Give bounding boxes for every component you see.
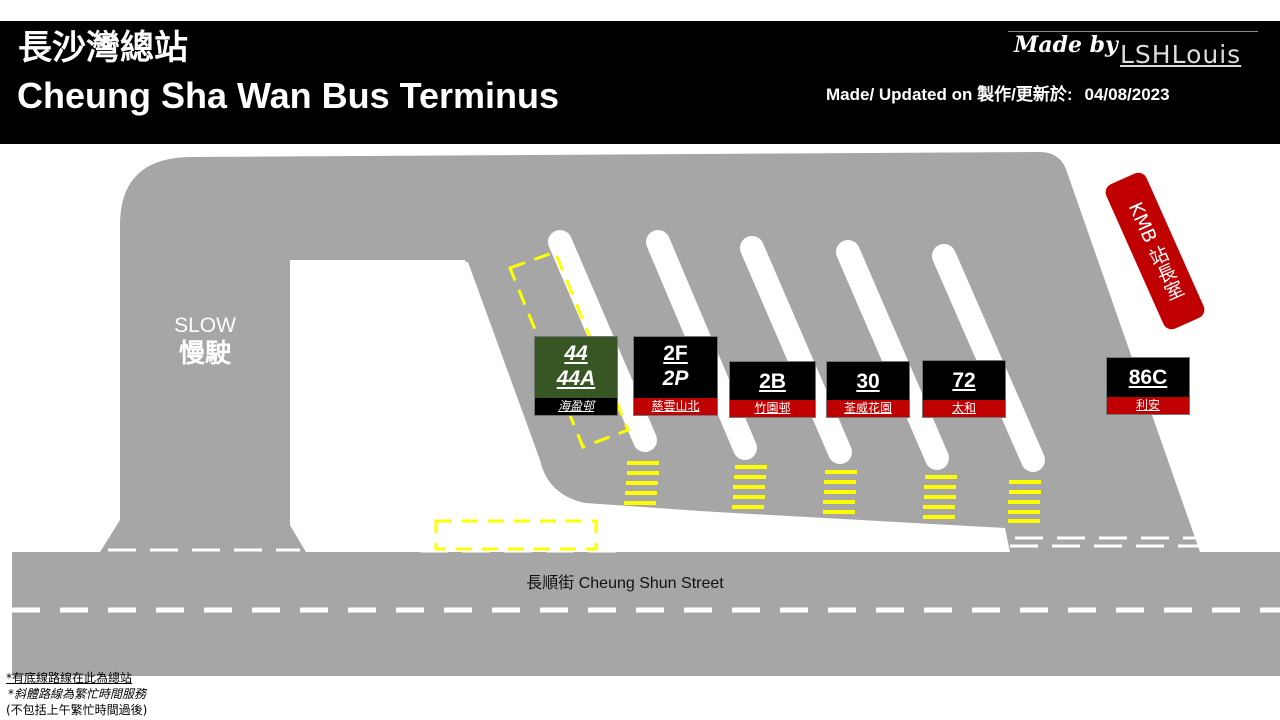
title-english: Cheung Sha Wan Bus Terminus bbox=[17, 75, 560, 116]
route-number: 2B bbox=[759, 370, 786, 393]
note-exception: (不包括上午繁忙時間過後) bbox=[6, 703, 148, 717]
cheung-shun-street-road bbox=[12, 552, 1280, 676]
stop-destination: 利安 bbox=[1107, 397, 1189, 414]
made-by-rule bbox=[1008, 31, 1258, 32]
stop-destination: 荃威花園 bbox=[827, 400, 909, 417]
made-by-label: Made by bbox=[1014, 32, 1118, 58]
route-number: 72 bbox=[952, 369, 976, 392]
route-number: 86C bbox=[1128, 366, 1168, 389]
slow-sign-en: SLOW bbox=[174, 314, 236, 337]
stop-44-44a[interactable]: 44 44A 海盈邨 bbox=[534, 336, 618, 416]
note-italic: *斜體路線為繁忙時間服務 bbox=[8, 687, 147, 701]
central-island bbox=[290, 260, 1010, 552]
route-number: 44 bbox=[564, 342, 588, 365]
header-bar bbox=[0, 21, 1280, 144]
route-number: 2P bbox=[662, 367, 689, 390]
stop-86c[interactable]: 86C 利安 bbox=[1106, 357, 1190, 415]
slow-sign-zh: 慢駛 bbox=[178, 339, 231, 369]
stop-30[interactable]: 30 荃威花園 bbox=[826, 361, 910, 418]
updated-label: Made/ Updated on 製作/更新於: bbox=[826, 85, 1073, 104]
stop-2b[interactable]: 2B 竹園邨 bbox=[729, 361, 816, 418]
updated-line: Made/ Updated on 製作/更新於: 04/08/2023 bbox=[826, 80, 1170, 105]
author-signature: LSHLouis bbox=[1120, 40, 1242, 69]
route-number: 30 bbox=[856, 370, 880, 393]
stop-destination: 竹園邨 bbox=[730, 400, 815, 417]
stop-destination: 太和 bbox=[923, 400, 1005, 417]
route-number: 2F bbox=[663, 342, 688, 365]
updated-date: 04/08/2023 bbox=[1084, 85, 1170, 104]
stop-72[interactable]: 72 太和 bbox=[922, 360, 1006, 418]
route-number: 44A bbox=[556, 367, 596, 390]
slow-sign: SLOW 慢駛 bbox=[160, 314, 250, 370]
stop-2f-2p[interactable]: 2F 2P 慈雲山北 bbox=[633, 336, 718, 416]
junction-markings bbox=[108, 536, 1200, 553]
street-name: 長順街 Cheung Shun Street bbox=[526, 575, 724, 592]
stop-destination: 海盈邨 bbox=[535, 398, 617, 415]
stop-destination: 慈雲山北 bbox=[634, 398, 717, 415]
yellow-bay-stripes bbox=[624, 461, 1041, 523]
legend-notes: *有底線路線在此為總站 *斜體路線為繁忙時間服務 (不包括上午繁忙時間過後) bbox=[6, 670, 147, 718]
title-chinese: 長沙灣總站 bbox=[18, 28, 188, 68]
note-underline: *有底線路線在此為總站 bbox=[6, 671, 133, 685]
